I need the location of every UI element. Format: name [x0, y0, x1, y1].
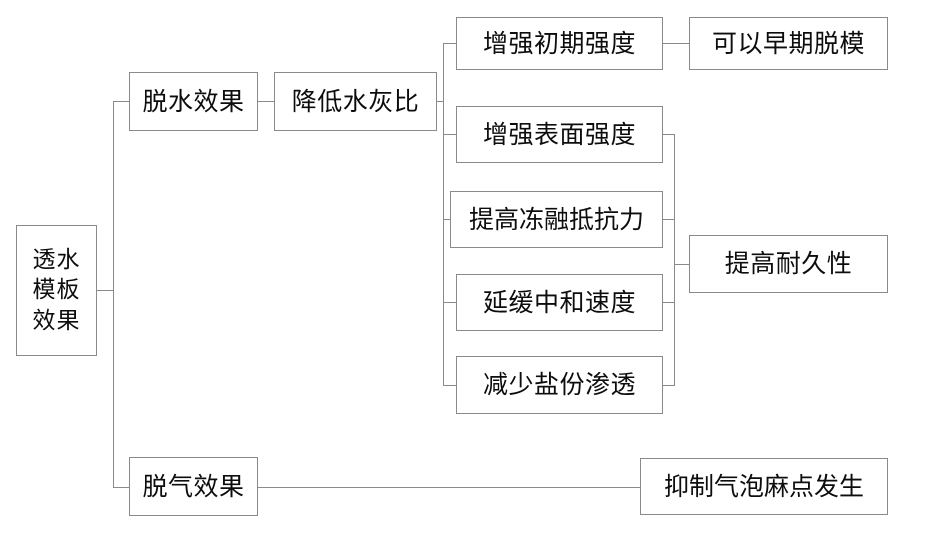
- node-early-demold[interactable]: 可以早期脱模: [689, 17, 888, 70]
- edge-surface-strength-to-spine: [663, 134, 675, 135]
- edge-level1-spine: [113, 101, 114, 487]
- edge-salt-to-spine: [663, 385, 675, 386]
- edge-spine-to-degassing: [113, 487, 130, 488]
- node-lower-wc-ratio[interactable]: 降低水灰比: [274, 72, 437, 131]
- edge-root-stub: [97, 290, 114, 291]
- edge-ratio-stub: [437, 101, 444, 102]
- edge-freeze-thaw-to-spine: [663, 219, 675, 220]
- edge-degassing-to-bubble: [258, 487, 640, 488]
- edge-neutralization-to-spine: [663, 302, 675, 303]
- edge-spine-to-dehydration: [113, 101, 130, 102]
- edge-spine-to-salt: [443, 385, 456, 386]
- edge-durability-spine: [674, 134, 675, 386]
- node-early-strength[interactable]: 增强初期强度: [456, 17, 663, 70]
- edge-spine-to-neutralization: [443, 302, 456, 303]
- edge-spine-to-freeze-thaw: [443, 219, 456, 220]
- node-freeze-thaw[interactable]: 提高冻融抵抗力: [450, 191, 663, 248]
- edge-dehydration-to-ratio: [258, 101, 274, 102]
- node-surface-strength[interactable]: 增强表面强度: [456, 106, 663, 163]
- edge-spine-to-surface-strength: [443, 134, 456, 135]
- edge-spine-to-durability: [674, 264, 689, 265]
- node-degassing[interactable]: 脱气效果: [129, 457, 258, 516]
- node-root[interactable]: 透水 模板 效果: [16, 225, 97, 356]
- edge-middle-spine: [443, 43, 444, 385]
- edge-spine-to-early-strength: [443, 43, 456, 44]
- edge-early-strength-to-demold: [663, 43, 689, 44]
- node-dehydration[interactable]: 脱水效果: [129, 72, 258, 131]
- node-bubble-suppression[interactable]: 抑制气泡麻点发生: [640, 458, 888, 515]
- node-neutralization[interactable]: 延缓中和速度: [456, 274, 663, 331]
- node-salt-penetration[interactable]: 减少盐份渗透: [456, 356, 663, 414]
- node-durability[interactable]: 提高耐久性: [689, 235, 888, 293]
